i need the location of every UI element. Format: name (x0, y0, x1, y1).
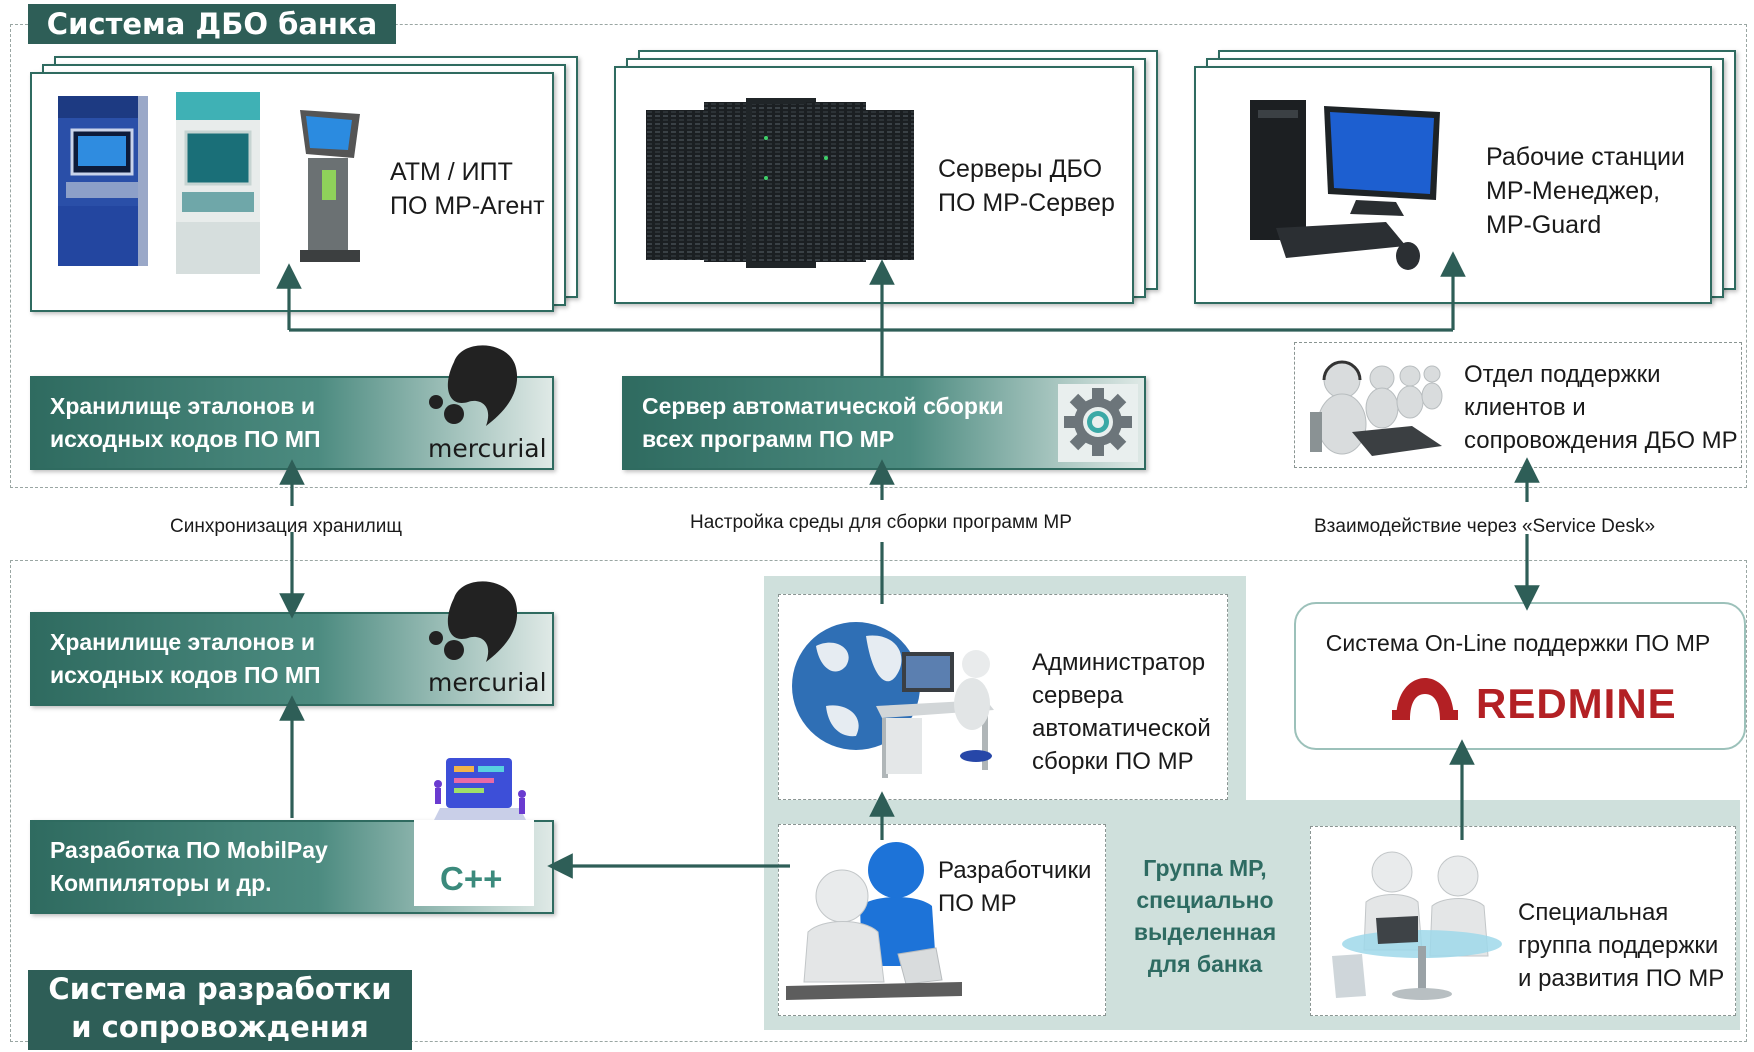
gear-icon (1064, 388, 1132, 456)
atm-caption: АТМ / ИПТ ПО МР-Агент (390, 155, 545, 223)
workstations-caption-line2: МР-Менеджер, (1486, 177, 1661, 205)
workstations-caption: Рабочие станции МР-Менеджер, MP-Guard (1486, 140, 1685, 242)
cpp-logo-text: C++ (440, 860, 503, 897)
group-line1: Группа МР, (1143, 855, 1267, 881)
repo-bottom-line2: исходных кодов ПО МП (50, 662, 321, 688)
mercurial-logo-icon (429, 345, 518, 426)
workstations-caption-line3: MP-Guard (1486, 211, 1602, 239)
atm-white-icon (176, 92, 260, 274)
kiosk-icon (300, 110, 360, 262)
service-desk-label: Взаимодействие через «Service Desk» (1314, 516, 1656, 537)
bank-system-title: Система ДБО банка (28, 4, 396, 44)
developers-caption: Разработчики ПО МР (938, 854, 1091, 920)
servers-caption: Серверы ДБО ПО МР-Сервер (938, 152, 1115, 220)
developers-line1: Разработчики (938, 857, 1092, 884)
repo-top-line1: Хранилище эталонов и (50, 393, 315, 419)
servers-caption-line2: ПО МР-Сервер (938, 189, 1115, 217)
admin-caption: Администратор сервера автоматической сбо… (1032, 646, 1211, 778)
bank-system-region (10, 24, 1747, 488)
developers-line2: ПО МР (938, 890, 1017, 917)
cpp-tile (414, 820, 534, 906)
group-line3: выделенная (1133, 919, 1277, 945)
admin-line3: автоматической (1032, 715, 1211, 742)
group-label: Группа МР, специально выделенная для бан… (1110, 852, 1300, 980)
admin-line4: сборки ПО МР (1032, 748, 1194, 775)
build-server-line2: всех программ ПО МР (642, 426, 895, 452)
coding-illustration-icon (434, 758, 526, 820)
mercurial-logo-icon (429, 581, 518, 662)
mercurial-logo-text: mercurial (428, 668, 547, 697)
atm-blue-icon (58, 96, 148, 266)
env-setup-label: Настройка среды для сборки программ МР (690, 512, 1072, 533)
admin-globe-illustration-icon (792, 622, 994, 778)
mercurial-logo-text: mercurial (428, 434, 547, 463)
redmine-logo-icon (1392, 678, 1458, 720)
call-center-icon (1310, 360, 1443, 456)
special-group-line3: и развития ПО МР (1518, 965, 1725, 992)
support-dept-caption: Отдел поддержки клиентов и сопровождения… (1464, 358, 1738, 457)
admin-line2: сервера (1032, 682, 1124, 709)
support-dept-line2: клиентов и (1464, 394, 1586, 421)
special-group-line1: Специальная (1518, 899, 1669, 926)
dev-box-line1: Разработка ПО MobilPay (50, 837, 328, 863)
developers-illustration-icon (786, 842, 962, 1000)
group-line2: специально (1136, 887, 1274, 913)
group-line4: для банка (1147, 951, 1263, 977)
repo-bottom-box: Хранилище эталонов и исходных кодов ПО М… (30, 612, 554, 706)
sync-label: Синхронизация хранилищ (170, 516, 402, 537)
special-group-line2: группа поддержки (1518, 932, 1719, 959)
online-support-title: Система On-Line поддержки ПО МР (1325, 630, 1711, 656)
dev-box-line2: Компиляторы и др. (50, 870, 272, 896)
repo-bottom-line1: Хранилище эталонов и (50, 629, 315, 655)
dev-system-region (10, 560, 1747, 1042)
workstations-caption-line1: Рабочие станции (1486, 143, 1685, 171)
repo-top-line2: исходных кодов ПО МП (50, 426, 321, 452)
atm-caption-line2: ПО МР-Агент (390, 192, 545, 220)
dev-system-title: Система разработки и сопровождения (28, 970, 412, 1050)
workstation-icon (1250, 100, 1440, 270)
redmine-logo-text: REDMINE (1476, 680, 1677, 727)
special-group-illustration-icon (1332, 851, 1502, 1000)
admin-line1: Администратор (1032, 649, 1206, 676)
support-dept-line3: сопровождения ДБО МР (1464, 427, 1738, 454)
atm-caption-line1: АТМ / ИПТ (390, 158, 513, 186)
special-group-caption: Специальная группа поддержки и развития … (1518, 896, 1724, 995)
dev-system-title-line2: и сопровождения (71, 1010, 369, 1044)
build-server-line1: Сервер автоматической сборки (642, 393, 1004, 419)
server-racks-icon (646, 98, 914, 268)
support-dept-line1: Отдел поддержки (1464, 361, 1661, 388)
online-support-box (1294, 602, 1746, 750)
dev-system-title-line1: Система разработки (48, 972, 392, 1006)
servers-caption-line1: Серверы ДБО (938, 155, 1103, 183)
